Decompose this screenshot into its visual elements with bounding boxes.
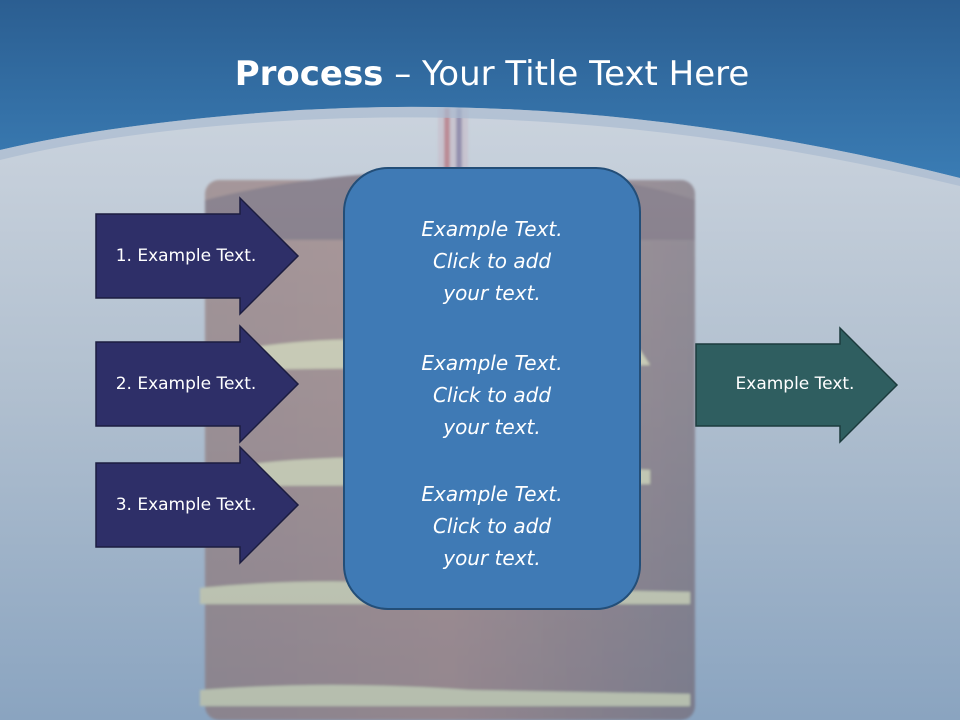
left-arrow-2-shape bbox=[95, 324, 300, 444]
center-text-1-line-2: Click to add bbox=[432, 249, 552, 273]
center-text-1-line-3: your text. bbox=[443, 281, 541, 305]
center-text-block-1[interactable]: Example Text. Click to add your text. bbox=[346, 213, 638, 309]
title-bold: Process bbox=[234, 54, 384, 94]
center-text-1-line-1: Example Text. bbox=[421, 217, 563, 241]
center-box-shape bbox=[343, 167, 641, 610]
right-arrow-shape bbox=[695, 326, 899, 444]
center-text-3-line-1: Example Text. bbox=[421, 482, 563, 506]
left-arrow-3-label[interactable]: 3. Example Text. bbox=[115, 495, 257, 515]
center-text-2-line-2: Click to add bbox=[432, 383, 552, 407]
left-arrow-3-shape bbox=[95, 445, 300, 565]
title-rest: – Your Title Text Here bbox=[383, 54, 750, 94]
left-arrow-1-label[interactable]: 1. Example Text. bbox=[115, 246, 257, 266]
center-text-2-line-1: Example Text. bbox=[421, 351, 563, 375]
left-arrow-1-shape bbox=[95, 196, 300, 316]
center-text-block-2[interactable]: Example Text. Click to add your text. bbox=[346, 347, 638, 443]
center-text-block-3[interactable]: Example Text. Click to add your text. bbox=[346, 478, 638, 574]
left-arrow-2-label[interactable]: 2. Example Text. bbox=[115, 374, 257, 394]
center-text-2-line-3: your text. bbox=[443, 415, 541, 439]
right-arrow-label[interactable]: Example Text. bbox=[735, 374, 855, 394]
center-text-3-line-3: your text. bbox=[443, 546, 541, 570]
slide-title[interactable]: Process – Your Title Text Here bbox=[0, 52, 960, 96]
center-text-3-line-2: Click to add bbox=[432, 514, 552, 538]
